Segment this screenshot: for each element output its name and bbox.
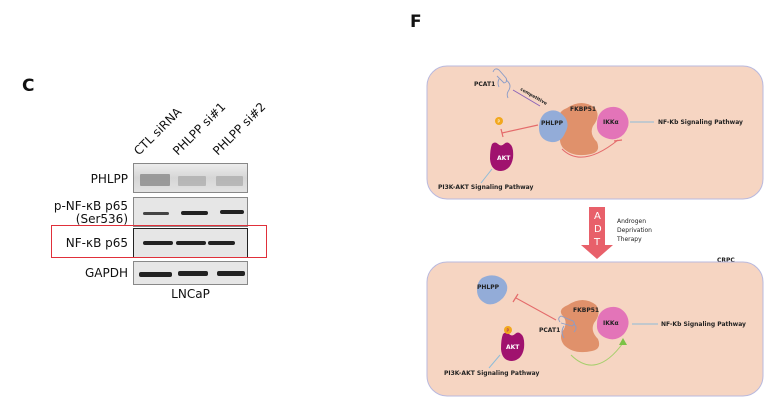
pcat1-rna-icon — [492, 68, 511, 99]
band — [181, 211, 208, 215]
phlpp-label: PHLPP — [541, 120, 564, 127]
nfkb-pathway-label: NF-Kb Signaling Pathway — [661, 321, 746, 328]
adt-letter-t: T — [593, 237, 601, 248]
highlight-box — [51, 225, 267, 258]
row-label-phlpp: PHLPP — [90, 172, 128, 186]
state-label-crpc: CRPC — [717, 257, 735, 264]
phospho-label: P — [498, 119, 501, 124]
row-label-p-nfkb: p-NF-κB p65 — [53, 199, 128, 213]
row-label-gapdh: GAPDH — [84, 266, 128, 280]
ikka-protein — [596, 306, 629, 340]
adt-letter-a: A — [594, 211, 601, 222]
activate-arrowhead — [619, 338, 627, 345]
adt-text-line2: Deprivation — [617, 227, 652, 234]
band — [217, 271, 245, 276]
phlpp-protein — [477, 275, 508, 305]
adt-letter-d: D — [594, 224, 602, 235]
ikka-label: IKKα — [603, 320, 619, 327]
akt-protein — [501, 332, 525, 361]
akt-protein — [490, 142, 514, 171]
pi3k-pathway-label: PI3K-AKT Signaling Pathway — [438, 184, 533, 191]
band — [140, 174, 170, 186]
band — [178, 271, 208, 276]
blot-strip-phlpp — [133, 163, 248, 193]
pcat1-label: PCAT1 — [539, 327, 560, 334]
band — [139, 272, 172, 277]
pi3k-pathway-line — [488, 354, 501, 369]
pcat1-rna-icon — [558, 315, 577, 339]
akt-label: AKT — [497, 155, 511, 162]
band — [143, 212, 169, 215]
nfkb-pathway-label: NF-Kb Signaling Pathway — [658, 119, 743, 126]
inhibit-line-pcat1-phlpp — [515, 297, 557, 321]
fkbp51-label: FKBP51 — [573, 307, 599, 314]
inhibit-bar — [500, 128, 504, 138]
blot-strip-gapdh — [133, 261, 248, 285]
band — [143, 241, 173, 245]
ikka-protein — [596, 106, 629, 140]
phospho-label: P — [507, 328, 510, 333]
adt-text-line3: Therapy — [616, 236, 642, 243]
adt-text-line1: Androgen — [617, 218, 646, 225]
ikka-label: IKKα — [603, 119, 619, 126]
competitive-line — [512, 89, 541, 107]
fkbp51-label: FKBP51 — [570, 106, 596, 113]
phlpp-label: PHLPP — [477, 284, 500, 291]
pi3k-pathway-label: PI3K-AKT Signaling Pathway — [444, 370, 539, 377]
akt-label: AKT — [506, 344, 520, 351]
phospho-icon — [504, 326, 512, 334]
cell-hormone-naive — [426, 65, 764, 200]
cell-crpc — [426, 261, 764, 397]
band — [176, 241, 206, 245]
blot-strip-nfkb — [133, 228, 248, 258]
fkbp51-protein — [560, 300, 600, 353]
adt-arrow — [581, 207, 613, 259]
fkbp51-protein — [559, 103, 599, 156]
pcat1-label: PCAT1 — [474, 81, 495, 88]
blot-strip-p-nfkb — [133, 197, 248, 227]
band — [216, 176, 243, 186]
panel-letter-c: C — [22, 76, 35, 96]
inhibit-bar — [613, 139, 623, 142]
panel-letter-f: F — [410, 12, 422, 32]
row-label-nfkb: NF-κB p65 — [65, 236, 128, 250]
inhibit-arc-ikka — [561, 139, 619, 158]
band — [220, 210, 244, 214]
band — [178, 176, 206, 186]
inhibit-line-phlpp-akt — [501, 124, 539, 134]
inhibit-bar — [512, 293, 519, 303]
activate-arc-ikka — [570, 342, 624, 366]
row-label-ser536: (Ser536) — [75, 212, 128, 226]
pi3k-pathway-line — [480, 168, 493, 184]
phlpp-protein — [539, 110, 568, 143]
band — [208, 241, 235, 245]
phospho-icon — [495, 117, 503, 125]
cell-line-label: LNCaP — [171, 287, 210, 301]
